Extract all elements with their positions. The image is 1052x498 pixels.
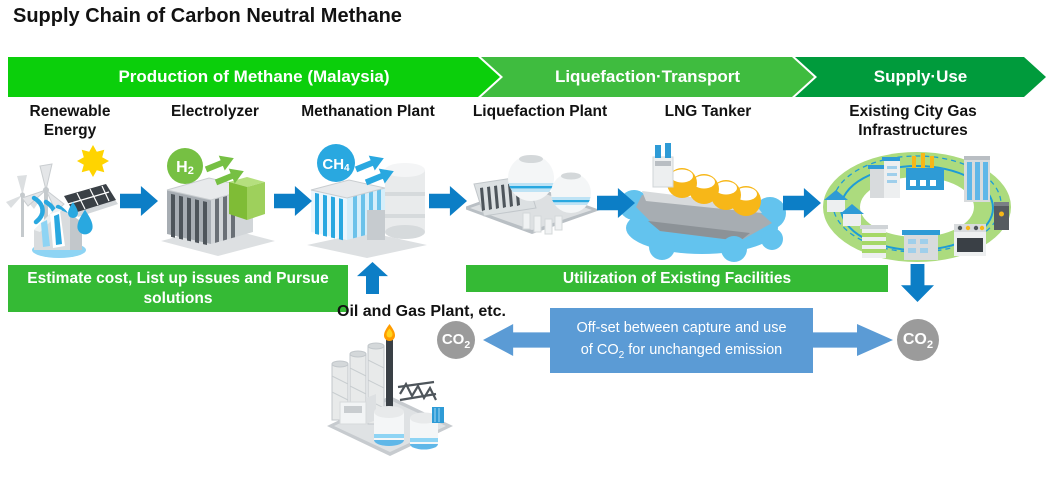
electrolyzer-icon: H2 bbox=[161, 148, 275, 256]
house-icon bbox=[824, 190, 864, 226]
lng-sphere-tank bbox=[508, 155, 554, 201]
reactor-tower bbox=[367, 163, 425, 240]
h2-badge-label: H2 bbox=[176, 159, 194, 177]
co2-icon: CO2 bbox=[437, 321, 475, 359]
growth-arrows-icon bbox=[354, 155, 394, 186]
banner-production-label: Production of Methane (Malaysia) bbox=[118, 67, 390, 86]
methanation-plant-icon: CH4 bbox=[307, 144, 427, 258]
lng-tanker-icon bbox=[622, 143, 786, 262]
ship-bridge bbox=[652, 143, 674, 188]
flare-stack-icon bbox=[384, 324, 395, 408]
estimate-note-label: Estimate cost, List up issues and Pursue… bbox=[27, 270, 329, 307]
banner-supply-stage: Supply·Use bbox=[795, 57, 1046, 97]
stage-label-city-gas: Existing City Gas Infrastructures bbox=[849, 103, 977, 139]
right-arrow-icon bbox=[813, 324, 893, 356]
stage-label-electrolyzer: Electrolyzer bbox=[171, 103, 259, 120]
skyscraper-icon bbox=[964, 156, 990, 202]
factory-icon bbox=[906, 153, 944, 190]
sun-icon bbox=[77, 145, 109, 177]
stage-label-liquefaction: Liquefaction Plant bbox=[472, 103, 608, 120]
offset-note-line2: of CO2 for unchanged emission bbox=[580, 342, 783, 362]
hydro-dam-icon bbox=[32, 208, 86, 258]
page-title: Supply Chain of Carbon Neutral Methane bbox=[13, 5, 402, 27]
city-gas-infrastructure-icon bbox=[823, 152, 1011, 262]
banner-production-stage: Production of Methane (Malaysia) bbox=[8, 57, 500, 97]
pipe-truss bbox=[397, 380, 437, 402]
growth-arrows-icon bbox=[204, 155, 244, 186]
lng-sphere-tank bbox=[551, 172, 591, 213]
co2-icon: CO2 bbox=[897, 319, 939, 361]
control-building bbox=[339, 394, 376, 425]
stage-label-methanation: Methanation Plant bbox=[301, 103, 435, 120]
platform bbox=[307, 232, 427, 258]
estimate-note: Estimate cost, List up issues and Pursue… bbox=[8, 265, 348, 312]
h2-badge: H2 bbox=[167, 148, 203, 184]
left-arrow-icon bbox=[483, 324, 550, 356]
small-cylinders bbox=[522, 212, 563, 235]
ch4-badge: CH4 bbox=[317, 144, 355, 182]
offset-note-line1: Off-set between capture and use bbox=[576, 319, 787, 336]
oil-gas-plant-icon bbox=[327, 324, 453, 456]
storage-tank bbox=[374, 406, 404, 446]
water-heater-icon bbox=[994, 202, 1009, 230]
renewable-energy-icon bbox=[6, 145, 118, 258]
utilization-note-label: Utilization of Existing Facilities bbox=[562, 269, 792, 287]
storage-tank bbox=[410, 412, 438, 450]
offset-note: Off-set between capture and use of CO2 f… bbox=[550, 308, 813, 373]
gas-stove-icon bbox=[954, 224, 986, 256]
stage-label-renewable: Renewable Energy bbox=[29, 103, 111, 139]
sea-foam bbox=[649, 228, 783, 262]
flow-arrow-icon bbox=[429, 186, 467, 216]
banner-supply-label: Supply·Use bbox=[873, 67, 968, 86]
liquefaction-plant-icon bbox=[466, 155, 600, 235]
banner-liquefaction-label: Liquefaction·Transport bbox=[554, 67, 741, 86]
ch4-badge-label: CH4 bbox=[322, 156, 350, 174]
solar-panel-icon bbox=[64, 184, 118, 217]
banner-liquefaction-stage: Liquefaction·Transport bbox=[481, 57, 814, 97]
water-drop-icon bbox=[68, 201, 78, 219]
lng-spheres bbox=[667, 168, 761, 216]
green-module bbox=[229, 177, 265, 220]
water-drop-icon bbox=[77, 209, 93, 235]
office-buildings-icon bbox=[868, 157, 900, 198]
up-arrow-icon bbox=[357, 262, 388, 294]
blue-unit bbox=[432, 407, 444, 423]
stage-label-lng-tanker: LNG Tanker bbox=[664, 103, 752, 120]
oil-gas-plant-label: Oil and Gas Plant, etc. bbox=[337, 303, 506, 320]
striped-building-icon bbox=[860, 225, 888, 258]
utilization-note: Utilization of Existing Facilities bbox=[466, 265, 888, 292]
apartment-icon bbox=[902, 230, 940, 260]
